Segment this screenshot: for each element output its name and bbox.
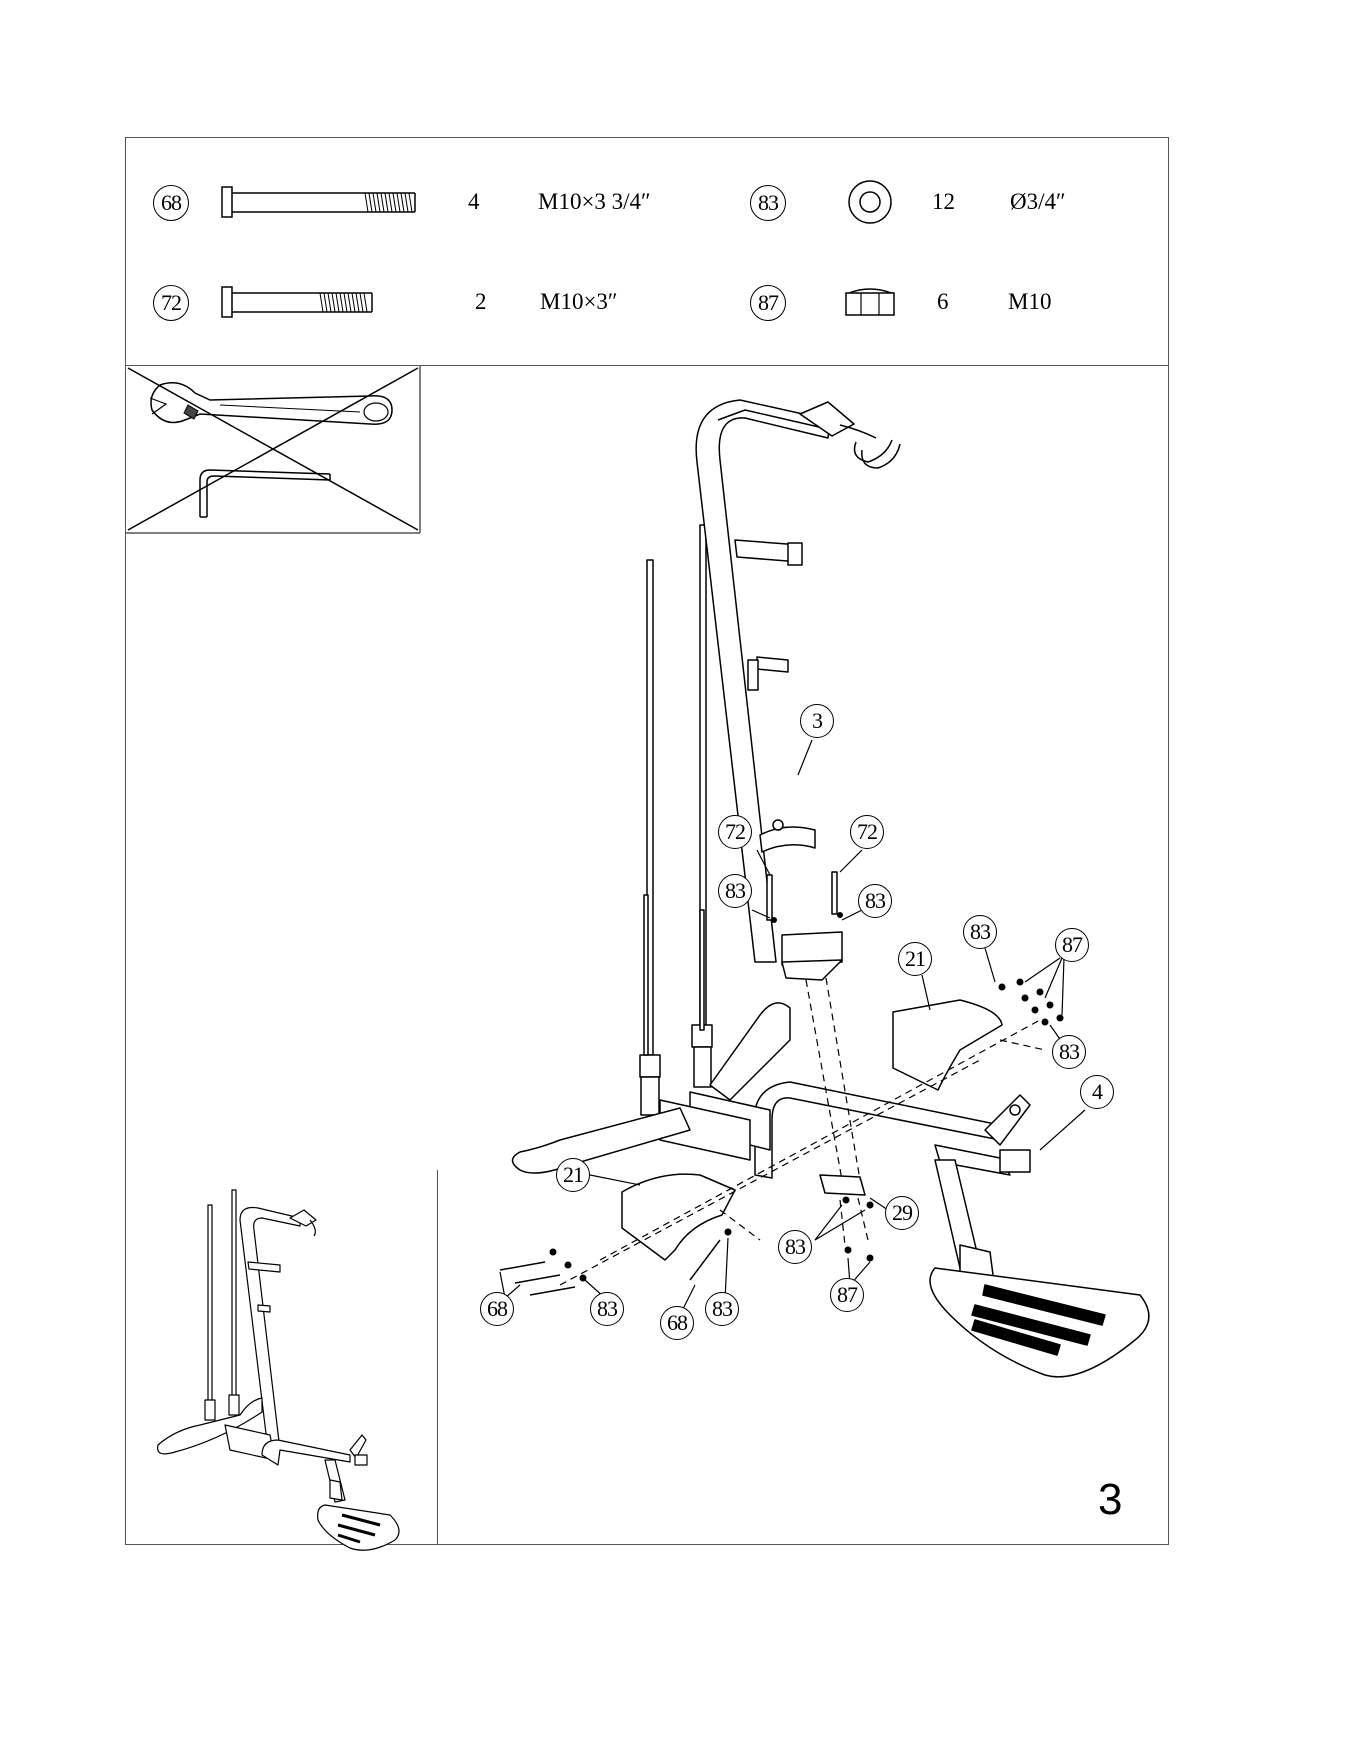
callout-part-83-bottom-left: 83 [590,1292,624,1326]
callout-part-72-right: 72 [850,815,884,849]
callout-part-83-bottom-right: 83 [705,1292,739,1326]
size-87: M10 [1008,289,1051,315]
hardware-list: 68 4 M10×3 3/4″ 72 2 M10× [125,137,1169,365]
callout-part-72-left: 72 [718,815,752,849]
qty-68: 4 [468,189,480,215]
nut-icon [843,287,899,321]
callout-part-68-right: 68 [660,1306,694,1340]
callout-part-21-top: 21 [898,942,932,976]
preview-divider [437,1170,438,1545]
size-72: M10×3″ [540,289,618,315]
callout-part-87-bottom: 87 [830,1278,864,1312]
size-83: Ø3/4″ [1010,189,1066,215]
callout-part-83-right: 83 [858,884,892,918]
callout-part-83-side: 83 [1052,1035,1086,1069]
qty-83: 12 [932,189,955,215]
callout-part-87-top: 87 [1055,928,1089,962]
callout-part-4: 4 [1080,1075,1114,1109]
callout-part-83-bottom-mid: 83 [778,1230,812,1264]
part-number-68: 68 [153,185,189,221]
bolt-short-icon [220,282,390,322]
callout-part-29: 29 [885,1196,919,1230]
washer-icon [845,177,895,227]
step-number: 3 [1098,1475,1122,1525]
part-number-83: 83 [750,185,786,221]
callout-part-3: 3 [800,704,834,738]
part-number-87: 87 [750,285,786,321]
qty-72: 2 [475,289,487,315]
callout-part-83-left: 83 [718,874,752,908]
callout-part-83-top: 83 [963,915,997,949]
callout-part-21-bottom: 21 [556,1158,590,1192]
qty-87: 6 [937,289,949,315]
callout-part-68-left: 68 [480,1292,514,1326]
bolt-long-icon [220,182,440,222]
hardware-divider [125,365,1169,366]
part-number-72: 72 [153,285,189,321]
size-68: M10×3 3/4″ [538,189,651,215]
